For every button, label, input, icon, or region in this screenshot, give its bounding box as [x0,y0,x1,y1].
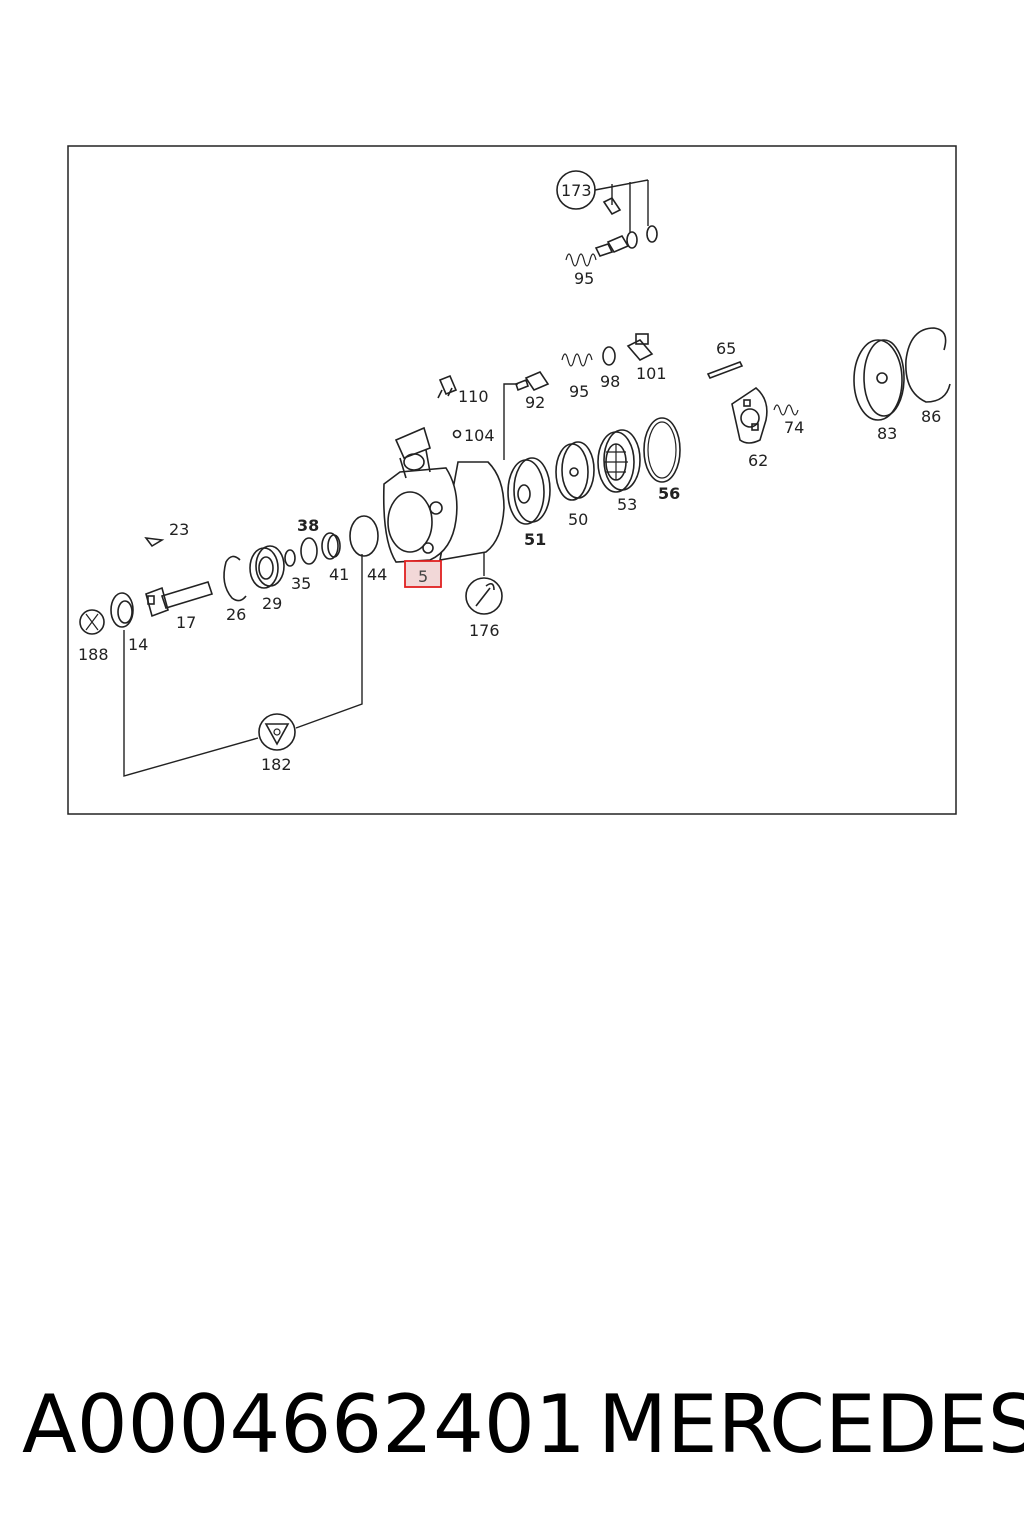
label-110: 110 [458,387,489,406]
label-65: 65 [716,339,736,358]
spring-95-mid [561,353,593,367]
ring-104 [452,429,462,439]
label-98: 98 [600,372,620,391]
shaft-seal-14 [110,592,134,628]
washer-98 [602,346,616,366]
vane-ring-53 [597,429,641,493]
highlight-box [404,560,442,588]
label-173: 173 [561,181,592,200]
kit-173 [556,170,658,267]
label-104: 104 [464,426,495,445]
label-53: 53 [617,495,637,514]
label-95: 95 [574,269,594,288]
label-95: 95 [569,382,589,401]
label-14: 14 [128,635,148,654]
label-38: 38 [297,516,319,535]
label-41: 41 [329,565,349,584]
label-176: 176 [469,621,500,640]
part-number: A0004662401 [22,1378,586,1471]
valve-pin [602,196,622,216]
bearing-29 [249,545,285,589]
label-182: 182 [261,755,292,774]
o-ring-56 [643,417,681,483]
pressure-plate-51 [507,457,551,525]
seal-ring-173 [646,225,658,243]
washer-38 [300,537,318,565]
label-35: 35 [291,574,311,593]
label-86: 86 [921,407,941,426]
o-ring-44 [349,515,379,557]
tool-kit-182 [123,554,363,777]
caption: A0004662401 MERCEDES [0,1370,1024,1480]
cam-ring-62 [731,386,768,444]
key-23 [144,536,165,548]
spring-74 [773,404,799,416]
label-62: 62 [748,451,768,470]
seal-41 [321,532,341,560]
exploded-parts-diagram: 173 95 110 92 95 98 101 65 104 74 83 86 … [67,145,957,815]
drive-shaft-17 [145,581,214,618]
fitting-92 [515,371,550,392]
label-17: 17 [176,613,196,632]
brand-name: MERCEDES [598,1378,1024,1471]
label-29: 29 [262,594,282,613]
plug-110 [437,374,458,399]
plug-101 [626,333,654,361]
wrench-icon [465,577,503,615]
label-56: 56 [658,484,680,503]
circlip-26 [223,555,247,602]
label-51: 51 [524,530,546,549]
pin-65 [706,360,744,380]
tool-188 [79,609,105,635]
label-5: 5 [418,567,428,586]
rotor-50 [555,441,595,501]
label-50: 50 [568,510,588,529]
label-26: 26 [226,605,246,624]
cover-83 [853,339,905,421]
label-74: 74 [784,418,804,437]
label-83: 83 [877,424,897,443]
label-101: 101 [636,364,667,383]
label-23: 23 [169,520,189,539]
diagram-frame [67,145,957,815]
label-44: 44 [367,565,387,584]
label-188: 188 [78,645,109,664]
label-92: 92 [525,393,545,412]
valve-piston [594,231,638,257]
snap-ring-86 [905,327,951,403]
pump-housing-5 [382,426,505,563]
ring-35 [284,549,296,567]
spring-95-top [565,253,597,267]
